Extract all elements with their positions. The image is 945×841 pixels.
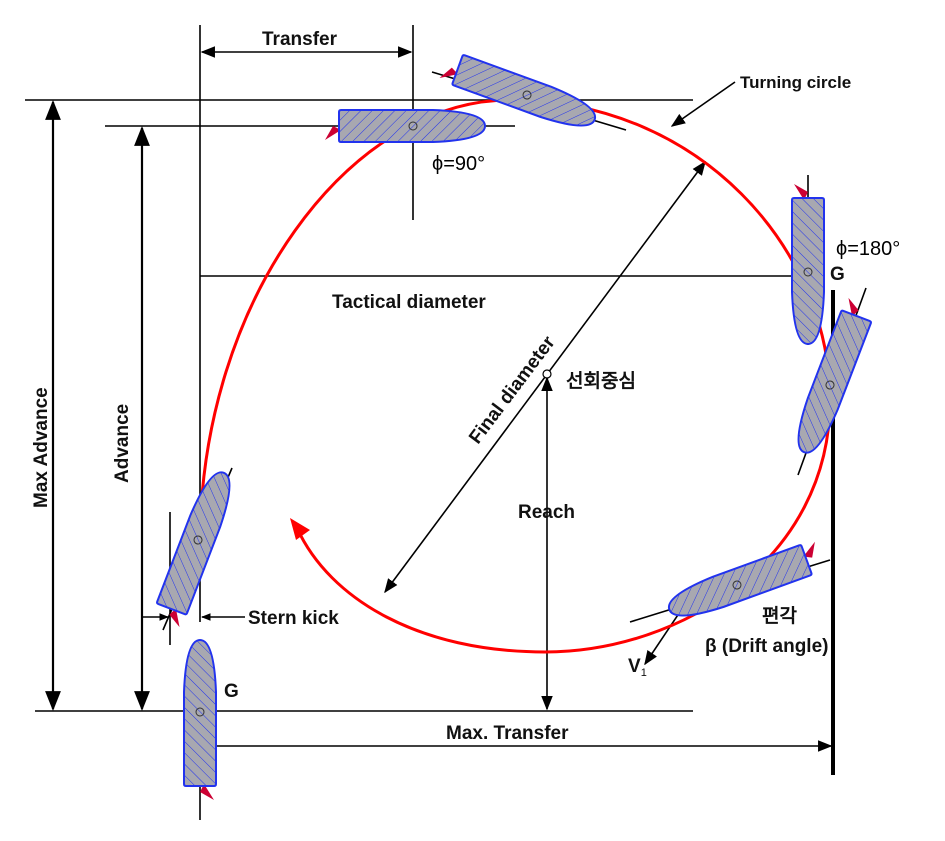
advance-label: Advance [112,404,133,483]
stern-kick-label: Stern kick [248,608,339,629]
phi-90-label: ϕ=90° [432,153,485,175]
ship-90deg [324,109,486,143]
max-transfer-label: Max. Transfer [446,723,569,744]
phi-180-label: ϕ=180° [836,238,900,260]
ship-start [183,639,217,801]
v1-label: V1 [628,656,647,679]
turning-center-label: 선회중심 [566,370,636,392]
ship-180deg [791,183,825,345]
turning-center-point [542,369,552,379]
g-label-bottom: G [224,681,239,702]
turning-direction-arrowhead [290,518,310,540]
reach-label: Reach [518,502,575,523]
tactical-diameter-label: Tactical diameter [332,292,486,313]
reference-lines [25,25,835,820]
max-advance-label: Max Advance [31,387,52,508]
drift-angle-label: β (Drift angle) [705,636,828,657]
final-diameter-label: Final diameter [465,332,560,448]
turning-circle-label: Turning circle [740,73,851,92]
g-label-top: G [830,264,845,285]
ship-stern-kick [150,466,240,629]
drift-angle-korean-label: 편각 [762,605,797,627]
transfer-label: Transfer [262,29,338,50]
ship-drift [662,538,827,626]
